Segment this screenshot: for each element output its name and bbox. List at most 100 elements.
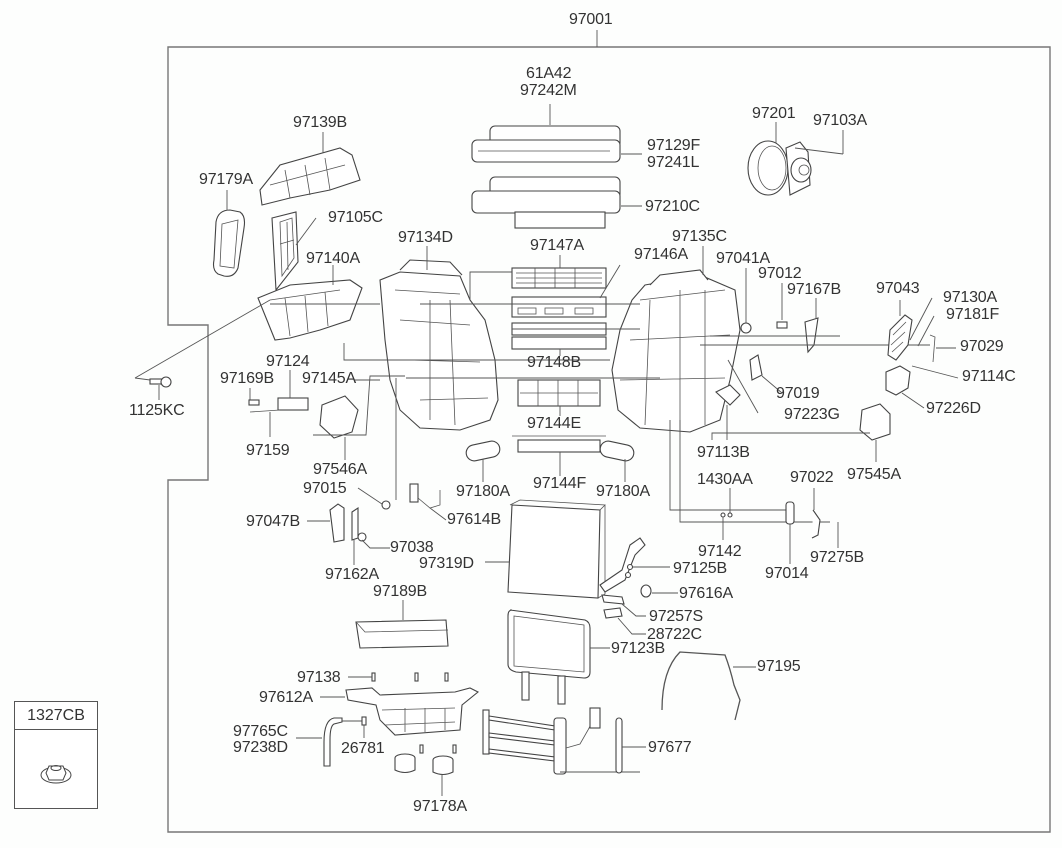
label-28722C[interactable]: 28722C: [647, 626, 702, 643]
label-97123B[interactable]: 97123B: [611, 640, 665, 657]
leader-97257S: [621, 603, 646, 617]
part-wire-harness-97195: [661, 651, 741, 721]
label-97616A[interactable]: 97616A: [679, 585, 733, 602]
label-97180A-left[interactable]: 97180A: [456, 483, 510, 500]
label-97103A[interactable]: 97103A: [813, 112, 867, 129]
label-97038[interactable]: 97038: [390, 539, 434, 556]
leader-97146A: [599, 264, 621, 299]
label-97223G[interactable]: 97223G: [784, 406, 840, 423]
part-1430AA: [727, 512, 733, 518]
label-97169B[interactable]: 97169B: [220, 370, 274, 387]
part-lever-97019: [749, 354, 763, 381]
label-97125B[interactable]: 97125B: [673, 560, 727, 577]
part-case-right-97135C: [611, 269, 741, 433]
part-97125B-a: [626, 563, 634, 571]
label-97012[interactable]: 97012: [758, 265, 802, 282]
label-97546A[interactable]: 97546A: [313, 461, 367, 478]
label-97113B[interactable]: 97113B: [697, 444, 750, 461]
label-97022[interactable]: 97022: [790, 469, 834, 486]
label-97146A[interactable]: 97146A: [634, 246, 688, 263]
part-97159: [249, 409, 281, 413]
part-gasket-97179A: [212, 209, 246, 277]
label-97019[interactable]: 97019: [776, 385, 820, 402]
label-97181F[interactable]: 97181F: [946, 306, 1000, 323]
part-door-97147A: [511, 267, 607, 289]
label-97167B[interactable]: 97167B: [787, 281, 841, 298]
label-97140A[interactable]: 97140A: [306, 250, 360, 267]
part-blower-motor: [747, 140, 812, 196]
label-97129F[interactable]: 97129F: [647, 137, 701, 154]
label-97148B[interactable]: 97148B: [527, 354, 581, 371]
label-97138[interactable]: 97138: [297, 669, 341, 686]
link-rod-8: [343, 343, 610, 361]
leader-1125KC-line: [134, 299, 271, 379]
part-97614B: [409, 483, 441, 509]
part-97677: [615, 717, 623, 774]
label-97015[interactable]: 97015: [303, 480, 347, 497]
label-97144E[interactable]: 97144E: [527, 415, 581, 432]
label-97135C[interactable]: 97135C: [672, 228, 727, 245]
label-97124[interactable]: 97124: [266, 353, 310, 370]
leader-97181F: [917, 315, 935, 347]
link-rod-9: [469, 271, 512, 300]
legend-part-number[interactable]: 1327CB: [15, 702, 97, 730]
part-tray-97189B: [355, 619, 449, 649]
label-97241L[interactable]: 97241L: [647, 154, 700, 171]
label-97043[interactable]: 97043: [876, 280, 920, 297]
label-97180A-right[interactable]: 97180A: [596, 483, 650, 500]
label-97178A[interactable]: 97178A: [413, 798, 467, 815]
part-foam-97178A: [394, 753, 454, 776]
label-97319D[interactable]: 97319D: [419, 555, 474, 572]
label-97614B[interactable]: 97614B: [447, 511, 501, 528]
part-actuator-97043: [887, 314, 913, 361]
label-97041A[interactable]: 97041A: [716, 250, 770, 267]
label-97677[interactable]: 97677: [648, 739, 692, 756]
part-lever-97167B: [804, 317, 819, 354]
part-97041A: [740, 322, 752, 334]
label-97162A[interactable]: 97162A: [325, 566, 379, 583]
label-97275B[interactable]: 97275B: [810, 549, 864, 566]
leader-97114C: [911, 365, 959, 379]
label-61A42[interactable]: 61A42: [526, 65, 572, 82]
label-97029[interactable]: 97029: [960, 338, 1004, 355]
label-97612A[interactable]: 97612A: [259, 689, 313, 706]
part-evaporator-97319D: [507, 499, 646, 599]
label-97144F[interactable]: 97144F: [533, 475, 587, 492]
part-97138-a: [371, 672, 376, 682]
flange-nut-icon: [40, 765, 72, 784]
label-97159[interactable]: 97159: [246, 442, 290, 459]
part-door-97144E: [512, 377, 606, 407]
label-97201[interactable]: 97201: [752, 105, 796, 122]
label-97142[interactable]: 97142: [698, 543, 742, 560]
leader-97223G: [727, 359, 759, 414]
label-97189B[interactable]: 97189B: [373, 583, 427, 600]
label-97210C[interactable]: 97210C: [645, 198, 700, 215]
label-97134D[interactable]: 97134D: [398, 229, 453, 246]
part-heater-assembly: [482, 707, 640, 775]
label-97105C[interactable]: 97105C: [328, 209, 383, 226]
label-26781[interactable]: 26781: [341, 740, 385, 757]
label-97114C[interactable]: 97114C: [962, 368, 1016, 385]
part-filter-97105C: [271, 211, 299, 292]
label-97765C[interactable]: 97765C: [233, 723, 288, 740]
label-97047B[interactable]: 97047B: [246, 513, 300, 530]
label-97179A[interactable]: 97179A: [199, 171, 253, 188]
label-97145A[interactable]: 97145A: [302, 370, 356, 387]
label-1125KC[interactable]: 1125KC: [129, 402, 185, 419]
label-1430AA[interactable]: 1430AA: [697, 471, 753, 488]
label-97014[interactable]: 97014: [765, 565, 809, 582]
part-clip-97029: [929, 334, 936, 363]
label-97242M[interactable]: 97242M: [520, 82, 577, 99]
label-assembly-97001[interactable]: 97001: [569, 11, 613, 28]
label-97257S[interactable]: 97257S: [649, 608, 703, 625]
label-97545A[interactable]: 97545A: [847, 466, 901, 483]
part-grommet-97180A-right: [599, 440, 635, 462]
label-97139B[interactable]: 97139B: [293, 114, 347, 131]
part-door-97144F: [512, 435, 606, 453]
label-97147A[interactable]: 97147A: [530, 237, 584, 254]
label-97226D[interactable]: 97226D: [926, 400, 981, 417]
label-97195[interactable]: 97195: [757, 658, 801, 675]
part-97038: [357, 532, 367, 542]
label-97238D[interactable]: 97238D: [233, 739, 288, 756]
label-97130A[interactable]: 97130A: [943, 289, 997, 306]
